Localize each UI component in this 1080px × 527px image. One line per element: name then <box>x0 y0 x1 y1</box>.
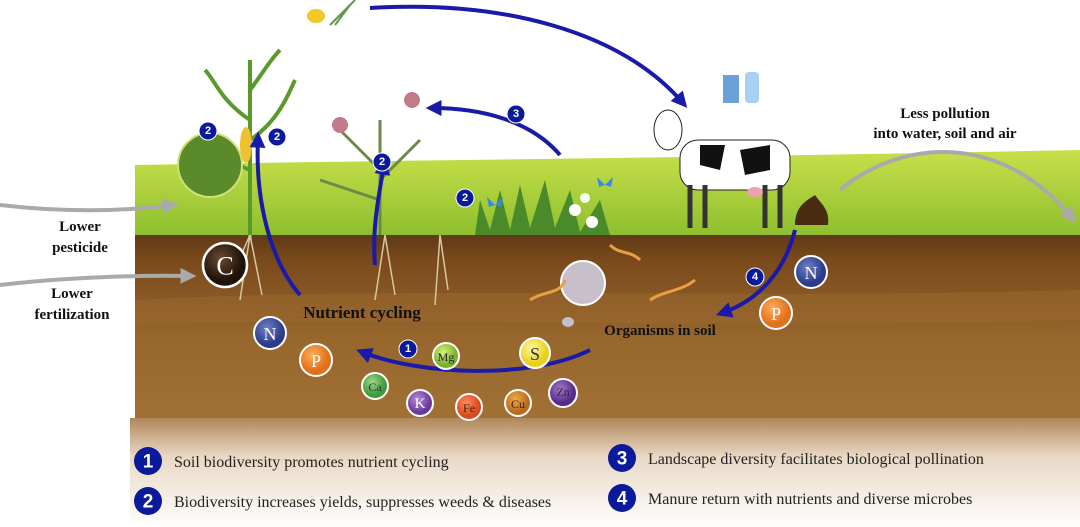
badge-2-grass: 2 <box>455 188 475 208</box>
legend-band <box>130 418 1080 527</box>
badge-number: 1 <box>405 343 411 355</box>
legend-number: 3 <box>617 449 628 470</box>
badge-number: 2 <box>205 125 211 137</box>
arrow-less-pollution <box>838 150 1077 223</box>
nutrient-ball-mg: Mg <box>432 342 460 370</box>
legend-item-2: 2 Biodiversity increases yields, suppress… <box>134 487 551 515</box>
clover-flower-icon <box>404 92 420 108</box>
nutrient-ball-n: N <box>253 316 287 350</box>
badge-2-maize-left: 2 <box>198 121 218 141</box>
legend-number: 2 <box>143 492 154 513</box>
organisms-in-soil-label: Organisms in soil <box>604 323 716 339</box>
arrow-pollination <box>425 100 562 157</box>
legend-text: Manure return with nutrients and diverse… <box>648 491 972 508</box>
manure-icon <box>795 195 829 225</box>
carbon-symbol: C <box>216 252 233 281</box>
carbon-ball: C <box>201 241 249 289</box>
badge-2-maize-right: 2 <box>267 127 287 147</box>
legend-number: 1 <box>143 452 154 473</box>
nutrient-symbol: N <box>805 263 818 283</box>
nutrient-symbol: P <box>311 351 321 371</box>
corn-cob-icon <box>240 127 252 163</box>
daisy-flowers-icon <box>569 193 598 228</box>
nutrient-symbol: Cu <box>511 397 525 411</box>
milk-products-icon <box>723 72 759 103</box>
nutrient-ball-ca: Ca <box>361 372 389 400</box>
lower-pesticide-label-1: Lower <box>59 219 101 235</box>
legend-item-3: 3 Landscape diversity facilitates biologi… <box>608 444 984 472</box>
pest-control-circle <box>177 132 243 198</box>
nutrient-symbol: Zn <box>556 385 569 399</box>
nutrient-symbol: Fe <box>463 401 475 415</box>
soil-stratum <box>135 290 1080 325</box>
arrow-up-clover <box>372 158 391 266</box>
nutrient-cycling-label: Nutrient cycling <box>303 303 421 322</box>
nutrient-ball-k: K <box>406 389 434 417</box>
crops-icon <box>307 0 356 26</box>
badge-number: 2 <box>274 131 280 143</box>
legend-text: Biodiversity increases yields, suppresse… <box>174 494 551 511</box>
arrow-manure-to-soil <box>715 229 797 318</box>
arrow-up-maize <box>249 131 302 297</box>
badge-number: 2 <box>462 192 468 204</box>
badge-3-pollination: 3 <box>506 104 526 124</box>
nutrient-ball-fe: Fe <box>455 393 483 421</box>
butterfly-icon <box>487 177 613 207</box>
badge-1-nutrient: 1 <box>398 339 418 359</box>
nutrient-ball-zn: Zn <box>548 378 578 408</box>
manure-ball-p: P <box>759 296 793 330</box>
nutrient-ball-p: P <box>299 343 333 377</box>
lower-pesticide-label-2: pesticide <box>52 240 108 256</box>
lower-fertilization-label-1: Lower <box>51 286 93 302</box>
less-pollution-label-1: Less pollution <box>900 106 990 122</box>
nutrient-ball-cu: Cu <box>504 389 532 417</box>
arrow-lower-pesticide <box>0 198 179 215</box>
lower-fertilization-label-2: fertilization <box>35 307 111 323</box>
badge-number: 2 <box>379 156 385 168</box>
grass-strip-illustration <box>475 180 610 235</box>
legend-text: Soil biodiversity promotes nutrient cycl… <box>174 454 449 471</box>
badge-number: 4 <box>752 271 759 283</box>
nutrient-symbol: Ca <box>368 380 382 394</box>
nutrient-symbol: P <box>771 304 781 324</box>
arrow-lower-fertilization <box>0 267 197 287</box>
clover-flower-icon <box>332 117 348 133</box>
legend-text: Landscape diversity facilitates biologic… <box>648 451 984 468</box>
nutrient-symbol: Mg <box>438 350 455 364</box>
nutrient-symbol: N <box>264 324 277 344</box>
nutrient-symbol: S <box>530 344 540 364</box>
legend-item-4: 4 Manure return with nutrients and divers… <box>608 484 972 512</box>
legend-item-1: 1 Soil biodiversity promotes nutrient cyc… <box>134 447 449 475</box>
arrow-nutrient-cycling <box>356 348 591 373</box>
badge-number: 3 <box>513 108 519 120</box>
less-pollution-label-2: into water, soil and air <box>873 126 1017 142</box>
arrow-crops-to-cow <box>369 4 688 108</box>
nutrient-symbol: K <box>415 396 426 412</box>
nutrient-ball-s: S <box>519 337 551 369</box>
badge-2-clover: 2 <box>372 152 392 172</box>
cow-illustration <box>653 109 791 228</box>
manure-ball-n: N <box>794 255 828 289</box>
grass-band <box>135 150 1080 235</box>
soil-organisms-illustration <box>529 243 696 327</box>
badge-4-manure: 4 <box>745 267 765 287</box>
legend-number: 4 <box>617 489 628 510</box>
